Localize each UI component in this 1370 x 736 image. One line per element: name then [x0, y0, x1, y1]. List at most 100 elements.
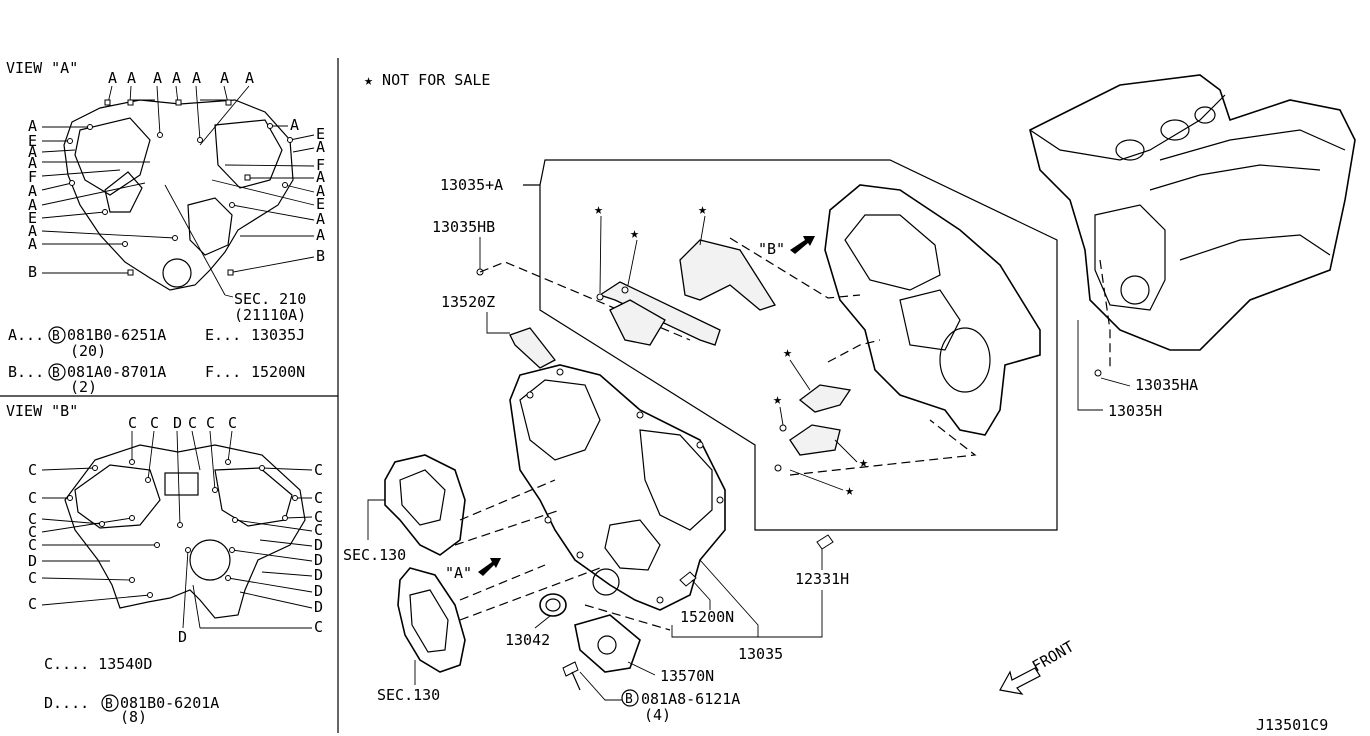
upper-chain-cover-detail — [399, 469, 446, 526]
view-a-letter: F — [28, 168, 37, 186]
view-b-letter: C — [314, 461, 323, 479]
view-b-left-letters: C C C C C D C C — [28, 461, 37, 613]
view-b-panel: VIEW "B" C C D C C C C C C C C D — [6, 402, 323, 726]
dashed-guide — [729, 237, 861, 299]
view-a-letter: A — [28, 222, 37, 240]
dashed-guide — [789, 419, 977, 476]
front-cover-bore-right — [639, 429, 713, 531]
dashed-guide — [1099, 259, 1111, 370]
bolt-shank — [571, 671, 581, 691]
label-13520z: 13520Z — [441, 293, 495, 311]
view-a-center-port — [187, 197, 233, 256]
star-leaders-top — [599, 215, 706, 294]
lower-chain-cover-detail — [409, 589, 449, 653]
view-b-letter: C — [314, 489, 323, 507]
view-b-tag: "B" — [758, 240, 785, 258]
rear-cover-bore — [844, 214, 941, 291]
view-a-panel: VIEW "A" A A A A A A A — [6, 59, 325, 396]
circled-b-letter: B — [52, 366, 60, 381]
view-a-crank-bore — [162, 258, 192, 288]
leader-13035 — [699, 559, 759, 637]
legend-b-key: B... — [8, 363, 44, 381]
leader-sec130-upper — [367, 499, 385, 540]
view-b-left-bore — [74, 464, 161, 529]
kit-box-outline — [539, 159, 1058, 531]
view-a-sec-sub: (21110A) — [234, 306, 306, 324]
view-a-top-letters: A A A A A A A — [108, 69, 254, 87]
legend-b-qty: (2) — [70, 378, 97, 396]
view-b-leaders-right — [192, 467, 313, 629]
view-b-letter: C — [28, 523, 37, 541]
label-13570n: 13570N — [660, 667, 714, 685]
label-12331h: 12331H — [795, 570, 849, 588]
view-b-letter: C — [28, 569, 37, 587]
star-mark: ★ — [630, 224, 639, 242]
view-b-top-letters: C C D C C C — [128, 414, 237, 432]
view-b-leaders-left — [41, 467, 157, 606]
circled-b-letter: B — [52, 329, 60, 344]
circled-b-letter: B — [625, 692, 633, 707]
view-a-letter: E — [28, 209, 37, 227]
view-a-letter: A — [28, 235, 37, 253]
label-sec130-lower: SEC.130 — [377, 686, 440, 704]
view-a-tag: "A" — [445, 564, 472, 582]
view-b-letter: D — [314, 566, 323, 584]
view-b-letter: D — [314, 536, 323, 554]
view-a-letter: A — [316, 138, 325, 156]
view-a-letter: E — [316, 195, 325, 213]
dowel-pin-icon — [679, 571, 697, 587]
view-a-letter: A — [127, 69, 136, 87]
main-diagram: ★ NOT FOR SALE 13035+A 13035HB 13520Z ★ … — [343, 71, 1356, 734]
view-a-letter: A — [316, 226, 325, 244]
leader-15200n — [691, 579, 711, 610]
view-b-letter: C — [314, 521, 323, 539]
front-cover-bore-left — [519, 379, 601, 461]
view-a-letter: A — [108, 69, 117, 87]
kit-gasket-strip — [596, 239, 776, 346]
front-cover-port — [604, 519, 661, 571]
view-a-small-port — [104, 171, 143, 213]
circled-b-icon — [48, 363, 66, 381]
view-a-leaders-right — [211, 125, 315, 274]
view-b-legend: C.... 13540D D.... B 081B0-6201A (8) — [44, 655, 219, 726]
figure-id: J13501C9 — [1256, 716, 1328, 734]
label-bolt-qty: (4) — [644, 706, 671, 724]
star-mark: ★ — [845, 481, 854, 499]
view-b-leaders-top — [131, 430, 233, 526]
gasket-part-icon — [509, 327, 556, 369]
legend-c: C.... 13540D — [44, 655, 152, 673]
view-b-crank-bore — [189, 539, 231, 581]
label-13035hb: 13035HB — [432, 218, 495, 236]
view-a-letter: A — [28, 154, 37, 172]
circled-b-icon — [101, 694, 119, 712]
view-a-letter: A — [28, 117, 37, 135]
not-for-sale-note: ★ NOT FOR SALE — [364, 71, 490, 89]
view-a-letter: A — [28, 196, 37, 214]
dowel-pin-icon — [816, 534, 834, 550]
view-b-letter: C — [314, 618, 323, 636]
view-b-letter-bottom: D — [178, 628, 187, 646]
leader-13035h — [1077, 320, 1103, 411]
view-a-letter: A — [220, 69, 229, 87]
legend-b-part: 081A0-8701A — [67, 363, 166, 381]
view-b-letter: C — [28, 510, 37, 528]
view-a-right-letters: A E A F A A E A A B — [290, 116, 325, 265]
view-a-letter: A — [28, 182, 37, 200]
dashed-guide — [454, 509, 561, 546]
view-arrow-icon — [790, 236, 815, 254]
leader-bracket — [671, 590, 823, 638]
leader-13520z — [486, 312, 510, 334]
star-leaders-lower — [779, 359, 858, 491]
view-a-letter: A — [192, 69, 201, 87]
view-a-letter: A — [245, 69, 254, 87]
view-b-letter: C — [188, 414, 197, 432]
bolt-icon — [562, 661, 579, 677]
view-b-letter: C — [128, 414, 137, 432]
view-a-letter: E — [28, 132, 37, 150]
view-a-left-letters: A E A A F A A E A A B — [28, 117, 37, 281]
dashed-guide — [459, 567, 601, 621]
star-mark: ★ — [698, 200, 707, 218]
view-b-letter: D — [28, 552, 37, 570]
view-b-right-letters: C C C C D D D D D C — [314, 461, 323, 636]
